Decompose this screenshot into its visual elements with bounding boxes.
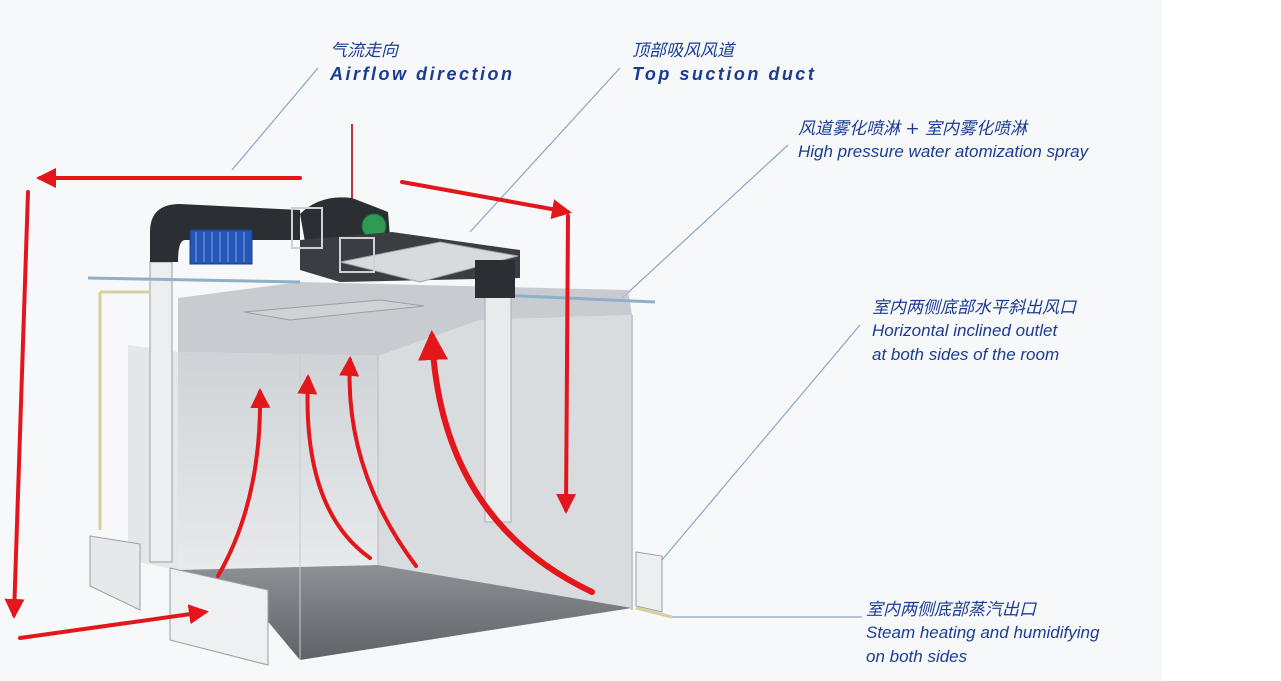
label-steam-en1: Steam heating and humidifying [866,623,1100,642]
back-wall [178,352,378,570]
label-outlet-en1: Horizontal inclined outlet [872,321,1058,340]
leader-line-outlet [661,324,861,561]
leader-line-top-duct [469,67,621,233]
duct-grill-plate [339,241,519,283]
frame-bracket-left [291,207,323,249]
bottom-outlets [89,535,673,666]
side-ducts [87,261,656,610]
label-spray-zh: 风道雾化喷淋 + 室内雾化喷淋 [798,119,1028,139]
label-steam-en2: on both sides [866,647,968,666]
arrow-curve-1 [216,388,271,578]
horizontal-spray-pipe-left [87,276,301,284]
right-outlet-box [635,551,663,613]
steam-pipe [635,606,673,619]
label-airflow-direction: 气流走向 Airflow direction [330,40,515,86]
diagram-stage: 气流走向 Airflow direction 顶部吸风风道 Top suctio… [4,40,1100,669]
heater-block [189,229,253,265]
leader-line-airflow [231,67,319,171]
label-top-suction-duct: 顶部吸风风道 Top suction duct [632,40,816,86]
leader-line-spray [619,144,789,301]
drying-room-diagram [4,67,862,666]
label-inclined-outlet: 室内两侧底部水平斜出风口 Horizontal inclined outlet … [872,297,1076,367]
arrow-right-down [556,214,577,514]
label-steam-outlet: 室内两侧底部蒸汽出口 Steam heating and humidifying… [866,599,1099,669]
label-atomization-spray: 风道雾化喷淋 + 室内雾化喷淋 High pressure water atom… [798,118,1088,164]
right-duct-drop [475,260,515,298]
label-airflow-en: Airflow direction [330,64,515,84]
arrow-curve-2 [297,374,372,560]
left-vertical-duct [149,261,173,563]
ceiling-panel [178,282,632,356]
arrow-curve-4 [418,330,595,595]
label-outlet-zh: 室内两侧底部水平斜出风口 [872,298,1076,318]
label-outlet-en2: at both sides of the room [872,345,1060,364]
horizontal-spray-pipe-right [499,293,656,304]
arrow-left-down [4,190,30,619]
ceiling-diffuser [243,299,425,321]
top-duct-assembly [150,124,520,321]
label-airflow-zh: 气流走向 [330,41,398,61]
leader-lines [231,67,862,618]
label-spray-en: High pressure water atomization spray [798,142,1089,161]
label-top-duct-zh: 顶部吸风风道 [632,41,734,61]
label-top-duct-en: Top suction duct [632,64,817,84]
label-steam-zh: 室内两侧底部蒸汽出口 [866,600,1036,620]
right-vertical-duct [484,291,512,523]
arrow-top-right [400,180,572,219]
arrow-curve-3 [339,356,418,568]
frame-bracket-right [339,237,375,273]
floor [178,565,632,660]
airflow-arrows [4,168,595,640]
left-outlet-box [89,535,141,611]
arrow-bottom-right [18,604,209,640]
